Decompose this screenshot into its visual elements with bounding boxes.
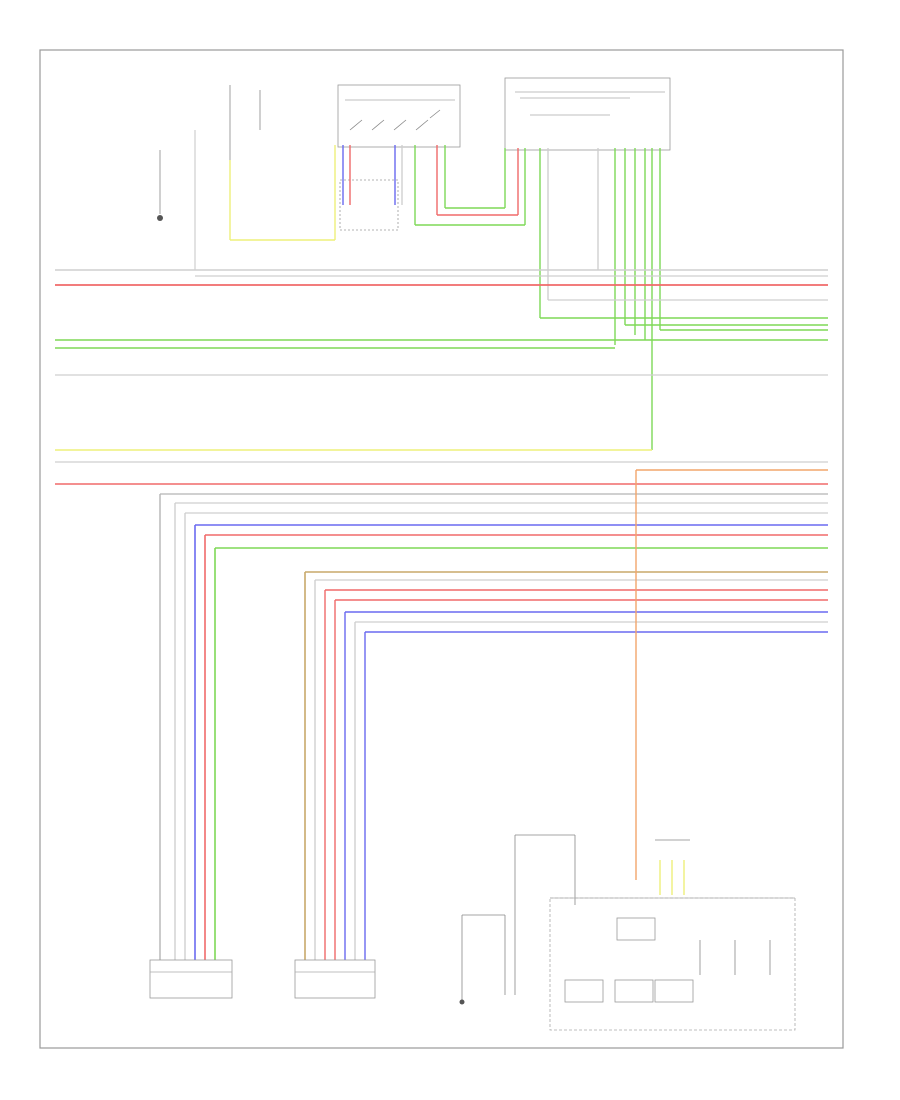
ground-module <box>157 150 163 221</box>
ground-fuse-devices <box>459 834 576 1005</box>
transmission-control-module <box>229 85 261 160</box>
diagram-frame <box>39 49 844 1049</box>
left-front-door-module <box>504 77 671 151</box>
horizontal-bus <box>55 269 828 633</box>
turbine-speed-sensor <box>339 179 399 231</box>
top-vertical-wires <box>194 130 661 450</box>
cluster-module <box>549 839 796 1031</box>
transmission-range-switch <box>337 84 461 148</box>
lower-connector-middle <box>294 959 376 999</box>
lower-connector-left <box>149 959 233 999</box>
vertical-drops <box>159 470 637 960</box>
